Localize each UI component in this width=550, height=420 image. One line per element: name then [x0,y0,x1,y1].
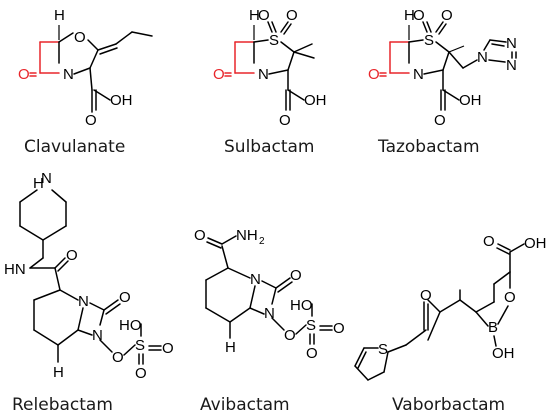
avi-nh2-label: NH [236,227,258,244]
sul-nitrogen-label: N [258,66,269,83]
bridgehead-h-label: H [54,7,65,24]
ring-nitrogen-label: N [63,66,74,83]
taz-nitrogen-label: N [413,66,424,83]
taz-triazole-n3-label: N [506,57,517,74]
sul-sulfur-label: S [269,32,279,49]
vaborbactam-name: Vaborbactam [392,395,505,415]
avi-bridgehead-h-label: H [225,339,236,356]
taz-so-o2-label: O [441,7,453,24]
sulbactam-name: Sulbactam [224,137,315,157]
taz-h-label: H [404,7,415,24]
avi-sulfur-label: S [306,317,316,334]
sulbactam-structure: O H S O O N O OH Sulbactam [213,7,327,157]
taz-triazole-n1-label: N [477,49,488,66]
relebactam-name: Relebactam [12,395,113,415]
taz-sulfur-label: S [424,32,434,49]
rel-piperidine-n-label: N [41,170,52,187]
avi-sulfate-o2-label: O [306,345,318,362]
avi-sulfate-o1-label: O [333,320,345,337]
vab-boron-label: B [488,319,498,336]
tazobactam-name: Tazobactam [377,137,480,157]
rel-sulfur-label: S [135,337,145,354]
vaborbactam-structure: O OH O B OH O S Vaborbactam [354,233,547,415]
carbonyl-oxygen-label: O [18,66,30,83]
clav-carboxyl-oh-label: OH [110,92,133,109]
rel-amide-hn-label: HN [4,261,26,278]
rel-ring-n1-label: N [78,293,89,310]
rel-ring-n2-label: N [92,327,103,344]
vab-acid-o-label: O [483,233,495,250]
avi-amide-o-label: O [194,227,206,244]
rel-bridgehead-h-label: H [53,364,64,381]
tazobactam-structure: O H S O O N N N N O OH Tazobactam [368,7,517,157]
vab-boron-oh-label: OH [492,345,515,362]
rel-urea-o-label: O [119,289,131,306]
vab-acid-oh-label: OH [524,235,547,252]
avi-sulfate-ho-label: HO [290,297,313,314]
clavulanate-structure: O O N H O OH Clavulanate [18,7,153,157]
taz-carboxyl-oh-label: OH [459,92,482,109]
sul-carboxyl-oh-label: OH [304,92,327,109]
avibactam-structure: O NH 2 N O N H O S HO O O Avibactam [194,227,345,415]
rel-sulfate-o2-label: O [135,365,147,382]
sul-so-o1-label: O [258,7,270,24]
taz-carboxyl-o-label: O [434,112,446,129]
sul-h-label: H [249,7,260,24]
rel-amide-o-label: O [66,247,78,264]
taz-triazole-n2-label: N [506,35,517,52]
avi-ring-n2-label: N [264,305,275,322]
avi-ring-n1-label: N [250,271,261,288]
sul-carbonyl-o-label: O [213,66,225,83]
avi-nh2-subscript: 2 [259,236,265,247]
avibactam-name: Avibactam [200,395,290,415]
avi-urea-o-label: O [290,267,302,284]
vab-ring-o-label: O [504,289,516,306]
clavulanate-name: Clavulanate [24,137,125,157]
ring-oxygen-label: O [74,29,86,46]
taz-so-o1-label: O [413,7,425,24]
vab-thiophene-s-label: S [378,341,388,358]
relebactam-structure: H N HN O N O N H O S HO [4,170,174,415]
rel-n-o-label: O [112,349,124,366]
rel-sulfate-ho-label: HO [119,317,142,334]
rel-piperidine-nh-label: H [33,175,44,192]
avi-n-o-label: O [284,327,296,344]
vab-ketone-o-label: O [420,287,432,304]
rel-sulfate-o1-label: O [162,340,174,357]
taz-carbonyl-o-label: O [368,66,380,83]
sul-so-o2-label: O [286,7,298,24]
clav-carboxyl-o-label: O [85,112,97,129]
sul-carboxyl-o-label: O [279,112,291,129]
